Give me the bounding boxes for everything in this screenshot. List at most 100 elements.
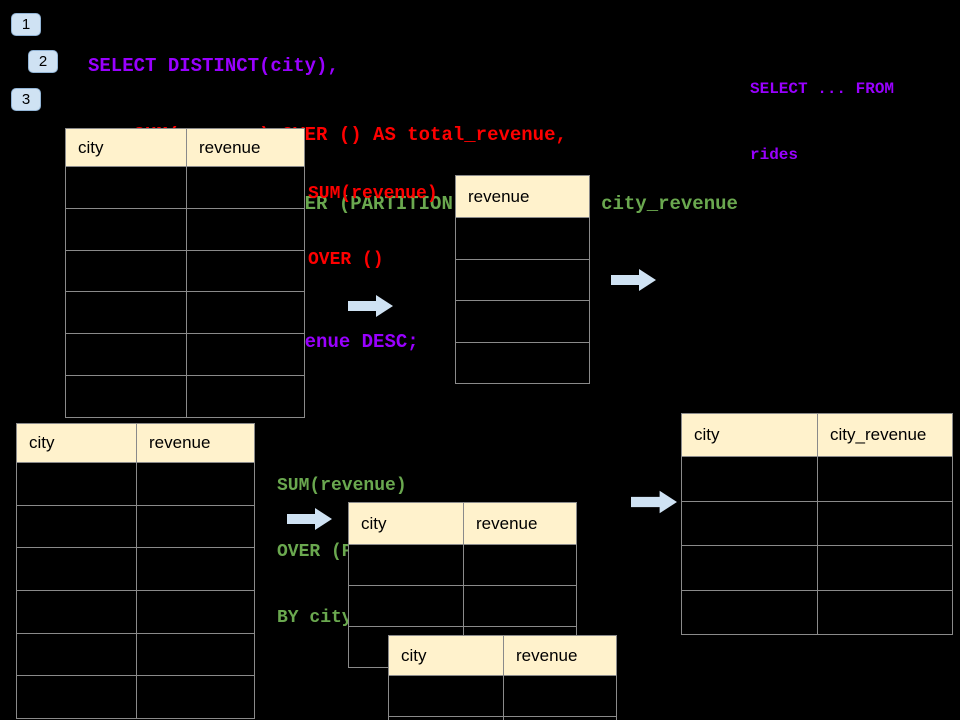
table-row xyxy=(456,343,589,384)
table-row xyxy=(682,590,952,635)
table-row xyxy=(17,633,254,677)
table-header-row: city revenue xyxy=(389,636,616,676)
column-header-city-revenue: city_revenue xyxy=(830,425,927,444)
city-revenue-result-table: city city_revenue xyxy=(681,413,953,635)
table-cell xyxy=(456,218,589,259)
column-header-city: city xyxy=(66,129,187,166)
table-row xyxy=(349,545,576,586)
table-cell xyxy=(66,376,187,417)
step-badge-label: 1 xyxy=(21,16,31,33)
table-cell xyxy=(464,545,576,585)
table-cell xyxy=(187,292,304,333)
column-header-revenue: revenue xyxy=(476,513,538,533)
label-line: SUM(revenue) xyxy=(277,476,407,496)
rides-source-table-bottom: city revenue xyxy=(16,423,255,719)
step-badge-label: 3 xyxy=(21,91,31,108)
column-header-city: city xyxy=(17,424,137,462)
table-row xyxy=(349,586,576,627)
column-header-city: city xyxy=(682,414,818,456)
table-cell xyxy=(17,633,137,676)
table-cell xyxy=(349,545,464,585)
right-arrow-icon xyxy=(287,508,332,530)
table-row xyxy=(682,546,952,591)
total-revenue-table: revenue xyxy=(455,175,590,384)
table-cell xyxy=(504,676,616,716)
table-header-row: city revenue xyxy=(17,424,254,463)
table-cell xyxy=(66,334,187,376)
right-arrow-icon xyxy=(611,269,656,291)
label-line: OVER () xyxy=(308,250,384,270)
table-header-row: city city_revenue xyxy=(682,414,952,457)
table-row xyxy=(66,208,304,251)
table-cell xyxy=(17,463,137,505)
table-row xyxy=(66,376,304,417)
table-cell xyxy=(137,634,254,676)
column-header-city: city xyxy=(349,503,464,544)
table-cell xyxy=(818,502,952,546)
table-cell xyxy=(187,334,304,375)
table-cell xyxy=(349,586,464,626)
table-cell xyxy=(456,260,589,301)
table-cell xyxy=(682,546,818,590)
table-row xyxy=(456,301,589,343)
table-cell xyxy=(187,376,304,417)
column-header-revenue: revenue xyxy=(199,137,261,157)
table-row xyxy=(17,505,254,549)
table-row xyxy=(389,716,616,720)
note-line: rides xyxy=(750,146,799,164)
step-badge-2: 2 xyxy=(28,50,58,73)
label-line: SUM(revenue) xyxy=(308,184,438,204)
note-line: SELECT ... FROM xyxy=(750,80,895,98)
table-cell xyxy=(504,717,616,720)
code-line-select: SELECT DISTINCT(city), xyxy=(88,55,339,77)
table-row xyxy=(682,501,952,546)
table-cell xyxy=(137,591,254,633)
table-row xyxy=(456,260,589,301)
table-cell xyxy=(17,505,137,548)
table-cell xyxy=(66,167,187,208)
table-row xyxy=(66,292,304,335)
table-cell xyxy=(137,506,254,548)
step-badge-label: 2 xyxy=(38,53,48,70)
table-cell xyxy=(17,591,137,633)
table-row xyxy=(17,591,254,634)
table-cell xyxy=(818,591,952,635)
table-row xyxy=(682,457,952,502)
table-row xyxy=(17,676,254,719)
table-row xyxy=(17,548,254,592)
over-total-label: SUM(revenue) OVER () xyxy=(308,139,438,315)
table-cell xyxy=(682,590,818,634)
right-arrow-icon xyxy=(348,295,393,317)
table-header-row: city revenue xyxy=(349,503,576,545)
table-cell xyxy=(464,586,576,626)
from-rides-note: SELECT ... FROM rides xyxy=(750,34,894,210)
table-cell xyxy=(66,250,187,292)
table-cell xyxy=(17,548,137,591)
table-row xyxy=(389,676,616,717)
table-row xyxy=(66,250,304,293)
column-header-revenue: revenue xyxy=(516,645,578,665)
table-row xyxy=(456,218,589,260)
step-badge-1: 1 xyxy=(11,13,41,36)
column-header-city: city xyxy=(389,636,504,675)
table-cell xyxy=(682,457,818,501)
table-cell xyxy=(456,343,589,384)
table-cell xyxy=(818,546,952,590)
table-cell xyxy=(456,301,589,342)
table-cell xyxy=(137,548,254,590)
step-badge-3: 3 xyxy=(11,88,41,111)
partition-table-front: city revenue xyxy=(388,635,617,720)
table-cell xyxy=(66,208,187,250)
table-cell xyxy=(137,676,254,718)
right-arrow-icon xyxy=(631,490,677,514)
table-cell xyxy=(66,292,187,334)
table-cell xyxy=(137,463,254,505)
table-row xyxy=(66,167,304,209)
table-cell xyxy=(187,251,304,292)
table-header-row: revenue xyxy=(456,176,589,218)
rides-source-table-top: city revenue xyxy=(65,128,305,418)
table-cell xyxy=(682,501,818,545)
column-header-revenue: revenue xyxy=(149,433,211,452)
table-cell xyxy=(187,209,304,250)
